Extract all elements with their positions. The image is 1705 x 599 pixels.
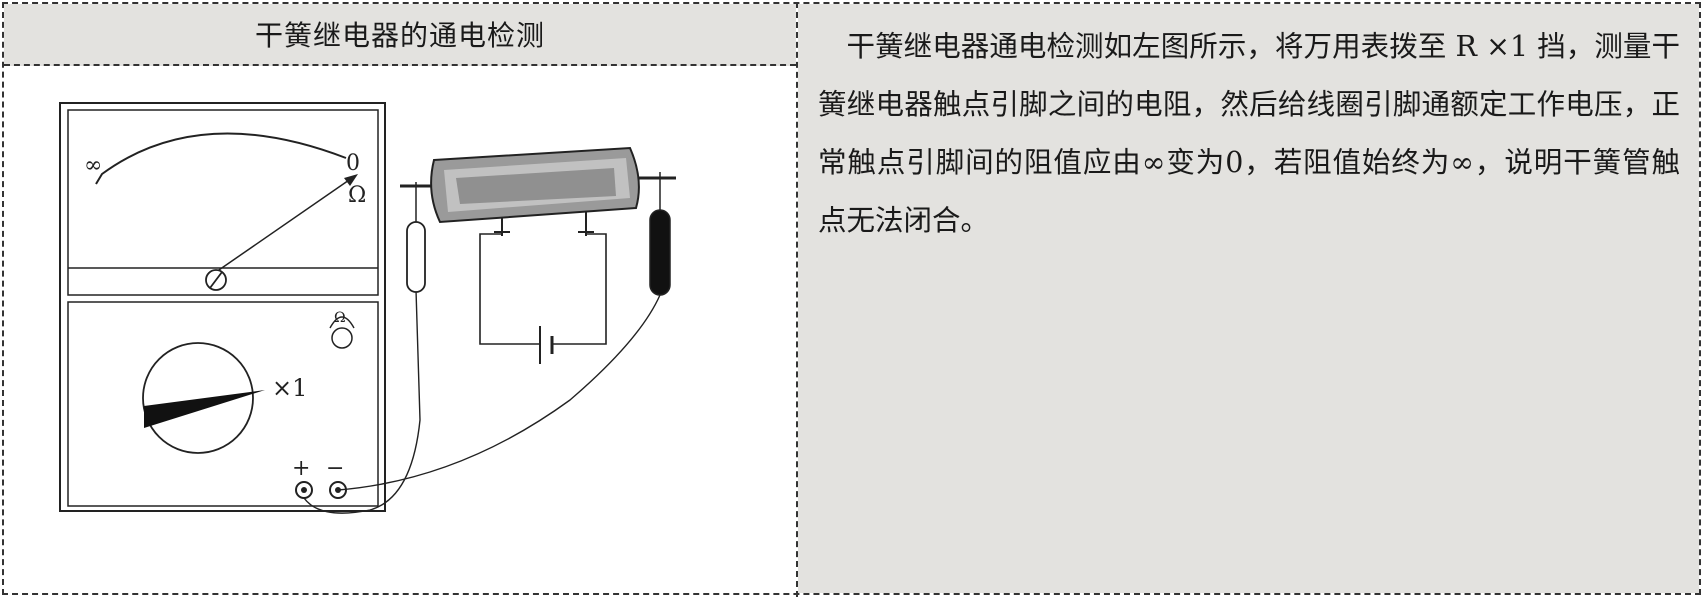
reed-relay [400,146,676,236]
column-divider [796,2,798,597]
range-label: ×1 [272,374,307,402]
coil-circuit [479,233,607,364]
plus-label: + [292,456,310,481]
meter-needle [215,177,353,273]
ohm-label: Ω [348,183,366,208]
positive-probe[interactable] [406,221,426,293]
selector-pointer [144,390,265,428]
minus-label: − [326,456,344,481]
range-selector-dial[interactable] [142,342,254,454]
scale-arc [95,132,347,185]
section-title-cell: 干簧继电器的通电检测 [4,4,796,66]
negative-probe[interactable] [649,209,671,296]
description-text: 干簧继电器通电检测如左图所示，将万用表拨至 R ×1 挡，测量干簧继电器触点引脚… [818,30,1680,237]
multimeter: ∞ 0 Ω Ω ×1 + − [59,102,386,512]
svg-text:Ω: Ω [334,310,346,326]
description-cell: 干簧继电器通电检测如左图所示，将万用表拨至 R ×1 挡，测量干簧继电器触点引脚… [798,4,1699,593]
multimeter-test-diagram: ∞ 0 Ω Ω ×1 + − [59,102,676,514]
infinity-label: ∞ [84,153,102,178]
zero-label: 0 [346,151,360,176]
ohm-adjust-knob[interactable]: Ω [329,310,355,349]
section-title: 干簧继电器的通电检测 [254,19,545,52]
